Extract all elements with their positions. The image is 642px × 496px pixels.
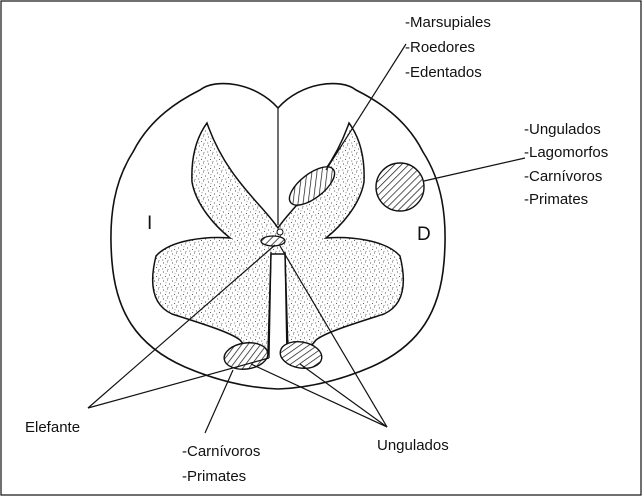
elephant-label: Elefante [25,419,80,436]
ventral-label-1: -Carnívoros [182,443,260,460]
lateral-label-1: -Ungulados [524,121,601,138]
central-hatched-area [261,236,285,246]
right-side-label: D [417,224,431,245]
lateral-label-4: -Primates [524,191,588,208]
dorsal-label-1: -Marsupiales [405,14,491,31]
central-canal [277,229,283,235]
lateral-label-3: -Carnívoros [524,168,602,185]
lateral-hatched-area [376,163,424,211]
dorsal-label-3: -Edentados [405,64,482,81]
dorsal-label-2: -Roedores [405,39,475,56]
ventral-label-2: -Primates [182,468,246,485]
left-side-label: I [147,213,152,234]
lateral-label-2: -Lagomorfos [524,144,608,161]
ungulates-label: Ungulados [377,437,449,454]
